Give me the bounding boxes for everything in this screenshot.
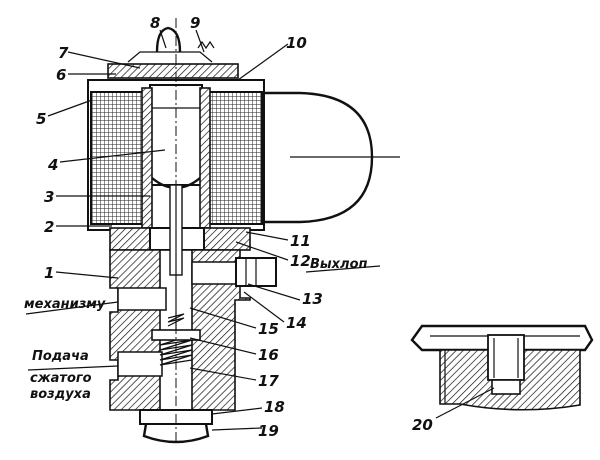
supply-label-line1: Подача [32, 349, 89, 364]
callout-4: 4 [47, 156, 58, 174]
callout-17: 17 [258, 372, 279, 390]
callout-7: 7 [58, 44, 69, 62]
supply-label-line2: сжатого [30, 371, 92, 386]
callout-5: 5 [36, 110, 46, 128]
callout-18: 18 [264, 398, 285, 416]
callout-11: 11 [290, 232, 311, 250]
top-cap [107, 26, 239, 79]
callout-16: 16 [258, 346, 279, 364]
callout-20: 20 [412, 416, 433, 434]
callout-8: 8 [150, 14, 160, 32]
callout-13: 13 [302, 290, 323, 308]
callout-19: 19 [258, 422, 279, 440]
leader-lines [25, 29, 495, 431]
callout-2: 2 [44, 218, 54, 236]
exhaust-label: Выхлоп [310, 257, 368, 272]
callout-3: 3 [44, 188, 54, 206]
callout-12: 12 [290, 252, 311, 270]
bottom-nut [139, 18, 213, 444]
callout-1: 1 [44, 264, 54, 282]
mechanism-label: механизму [24, 297, 106, 312]
callout-14: 14 [286, 314, 307, 332]
callout-10: 10 [286, 34, 307, 52]
dome-cover [262, 91, 400, 224]
detail-view [410, 324, 594, 411]
callout-9: 9 [190, 14, 200, 32]
callout-15: 15 [258, 320, 279, 338]
callout-6: 6 [56, 66, 66, 84]
supply-label-line3: воздуха [30, 387, 91, 402]
